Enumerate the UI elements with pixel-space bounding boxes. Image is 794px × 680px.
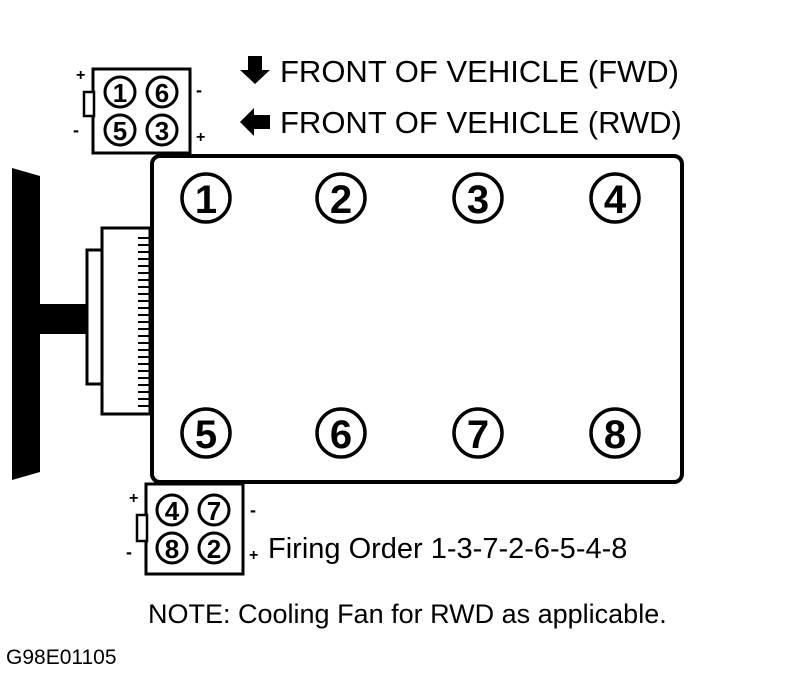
cylinder-number: 6 bbox=[330, 413, 352, 457]
polarity-sign: - bbox=[196, 80, 202, 100]
coil-number: 7 bbox=[207, 496, 221, 526]
coil-circle: 6 bbox=[145, 75, 179, 109]
polarity-sign: + bbox=[249, 547, 258, 564]
polarity-sign: - bbox=[73, 120, 79, 140]
coil-number: 5 bbox=[113, 116, 127, 146]
polarity-sign: - bbox=[126, 542, 132, 562]
coil-circle: 4 bbox=[155, 493, 189, 527]
coil-number: 4 bbox=[165, 496, 180, 526]
cylinder-number: 1 bbox=[195, 178, 217, 222]
cylinder-number: 8 bbox=[604, 413, 626, 457]
polarity-sign: - bbox=[250, 500, 256, 520]
front-rwd-label: FRONT OF VEHICLE (RWD) bbox=[280, 105, 682, 140]
cylinder-marker: 5 bbox=[180, 407, 232, 459]
polarity-sign: + bbox=[129, 490, 138, 507]
bottom-coil-pack: 4 7 8 2 + - - + bbox=[126, 482, 258, 576]
cylinder-number: 2 bbox=[330, 178, 352, 222]
coil-number: 6 bbox=[155, 78, 169, 108]
cylinder-marker: 2 bbox=[315, 172, 367, 224]
cylinder-marker: 6 bbox=[315, 407, 367, 459]
cylinder-number: 5 bbox=[195, 413, 217, 457]
coil-circle: 8 bbox=[155, 531, 189, 565]
cylinder-marker: 7 bbox=[452, 407, 504, 459]
figure-code: G98E01105 bbox=[6, 646, 117, 669]
arrow-left-icon bbox=[240, 108, 270, 136]
engine-block bbox=[150, 154, 684, 484]
coil-number: 3 bbox=[155, 116, 169, 146]
cylinder-number: 7 bbox=[467, 413, 489, 457]
coil-circle: 3 bbox=[145, 113, 179, 147]
polarity-sign: + bbox=[196, 129, 205, 146]
top-coil-pack: 1 6 5 3 + - - + bbox=[73, 67, 205, 155]
coil-number: 1 bbox=[113, 78, 127, 108]
coil-circle: 2 bbox=[197, 531, 231, 565]
coil-number: 8 bbox=[165, 534, 179, 564]
coil-number: 2 bbox=[207, 534, 221, 564]
front-fwd-label: FRONT OF VEHICLE (FWD) bbox=[280, 54, 679, 89]
cylinder-number: 4 bbox=[604, 178, 627, 222]
note-text: NOTE: Cooling Fan for RWD as applicable. bbox=[148, 599, 667, 629]
cylinder-marker: 3 bbox=[452, 172, 504, 224]
cylinder-marker: 8 bbox=[589, 407, 641, 459]
polarity-sign: + bbox=[76, 67, 85, 84]
crank-pulley bbox=[85, 226, 152, 416]
firing-order-label: Firing Order 1-3-7-2-6-5-4-8 bbox=[268, 533, 627, 565]
arrow-down-icon bbox=[240, 56, 270, 84]
coil-circle: 1 bbox=[103, 75, 137, 109]
cooling-fan bbox=[12, 168, 90, 480]
cylinder-marker: 4 bbox=[589, 172, 641, 224]
cylinder-marker: 1 bbox=[180, 172, 232, 224]
coil-circle: 5 bbox=[103, 113, 137, 147]
coil-circle: 7 bbox=[197, 493, 231, 527]
cylinder-number: 3 bbox=[467, 178, 489, 222]
